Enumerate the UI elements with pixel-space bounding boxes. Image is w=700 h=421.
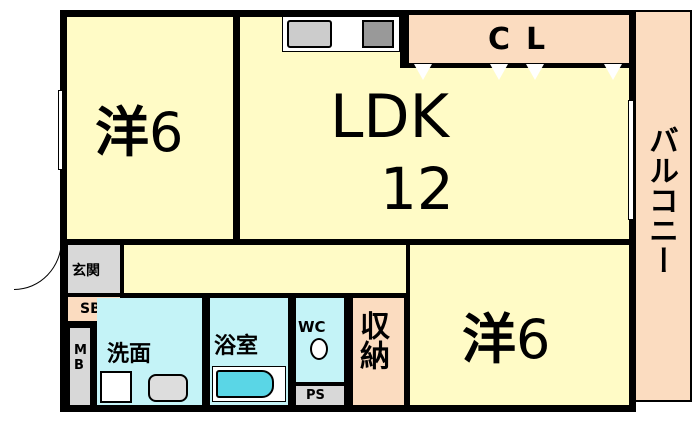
balcony-label: バルコニー (643, 125, 678, 275)
stove-icon (362, 20, 394, 48)
entrance-door-icon (14, 240, 62, 290)
ldk-label: LDK (330, 82, 449, 152)
basin-icon (148, 374, 188, 402)
room-western-right (410, 245, 629, 405)
pipe-space-label: PS (306, 388, 325, 403)
western-right-label: 洋6 (462, 308, 551, 371)
bathtub-basin (216, 370, 274, 398)
storage (353, 298, 404, 405)
window-left (58, 90, 63, 170)
balcony (632, 10, 692, 402)
closet-door-icon (604, 64, 622, 80)
washroom-label: 洗面 (107, 342, 152, 367)
meter-box (70, 328, 90, 405)
entrance-label: 玄関 (72, 263, 100, 279)
closet-label: CL (488, 22, 562, 57)
shoe-box-label: SB (80, 301, 101, 317)
toilet-label: WC (298, 318, 326, 336)
closet (409, 15, 629, 63)
closet-door-icon (490, 64, 508, 80)
washing-machine-icon (100, 371, 132, 403)
entrance (68, 245, 120, 293)
bathroom-label: 浴室 (214, 334, 259, 359)
room-western-left (67, 17, 233, 239)
sink-icon (287, 20, 332, 48)
window-balcony (628, 100, 634, 220)
ldk-size: 12 (380, 155, 454, 223)
western-left-label: 洋6 (95, 101, 184, 164)
storage-label: 収納 (354, 310, 389, 370)
hallway (124, 245, 406, 293)
closet-door-icon (414, 64, 432, 80)
pipe-space (296, 386, 344, 405)
toilet-icon (310, 338, 328, 360)
meter-box-label: MB (74, 343, 87, 373)
closet-door-icon (526, 64, 544, 80)
